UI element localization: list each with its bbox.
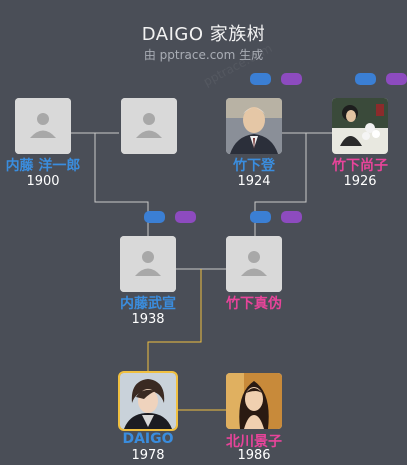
person-name-kitagawa-keiko[interactable]: 北川景子 [226, 434, 282, 450]
person-name-daigo[interactable]: DAIGO [122, 431, 174, 447]
person-placeholder-icon [121, 98, 177, 154]
portrait-photo-icon [226, 373, 282, 429]
person-card-uchito-yoichiro[interactable] [15, 98, 71, 154]
person-name-uchito-yoichiro[interactable]: 内藤 洋一郎 [5, 158, 81, 174]
toggle-expand-ancestors-takeshita-naoko[interactable] [355, 73, 376, 85]
person-year-daigo: 1978 [131, 448, 165, 463]
portrait-photo-icon [226, 98, 282, 154]
person-card-takeshita-maya[interactable] [226, 236, 282, 292]
toggle-expand-ancestors-takeshita-noboru[interactable] [250, 73, 271, 85]
person-card-unknown-spouse[interactable] [121, 98, 177, 154]
person-placeholder-icon [120, 236, 176, 292]
person-card-takeshita-naoko[interactable] [332, 98, 388, 154]
person-placeholder-icon [15, 98, 71, 154]
toggle-expand-spouse-takeshita-naoko[interactable] [386, 73, 407, 85]
person-year-takeshita-naoko: 1926 [343, 174, 377, 189]
page-subtitle: 由 pptrace.com 生成 [143, 48, 264, 62]
person-card-kitagawa-keiko[interactable] [226, 373, 282, 429]
person-year-kitagawa-keiko: 1986 [237, 448, 271, 463]
person-year-takeshita-noboru: 1924 [237, 174, 271, 189]
portrait-photo-icon [120, 373, 176, 429]
page-title: DAIGO 家族树 [141, 24, 266, 45]
toggle-expand-spouse-takeshita-maya[interactable] [281, 211, 302, 223]
person-card-takeshita-noboru[interactable] [226, 98, 282, 154]
toggle-expand-ancestors-takeshita-maya[interactable] [250, 211, 271, 223]
portrait-photo-icon [332, 98, 388, 154]
person-name-naito-takenori[interactable]: 内藤武宣 [120, 296, 176, 312]
toggle-expand-ancestors-naito-takenori[interactable] [144, 211, 165, 223]
person-card-daigo[interactable] [118, 371, 178, 431]
toggle-expand-spouse-naito-takenori[interactable] [175, 211, 196, 223]
person-card-naito-takenori[interactable] [120, 236, 176, 292]
person-name-takeshita-naoko[interactable]: 竹下尚子 [332, 158, 388, 174]
person-placeholder-icon [226, 236, 282, 292]
person-year-uchito-yoichiro: 1900 [26, 174, 60, 189]
person-name-takeshita-noboru[interactable]: 竹下登 [233, 158, 275, 174]
person-year-naito-takenori: 1938 [131, 312, 165, 327]
child-line-daigo [147, 269, 202, 372]
toggle-expand-spouse-takeshita-noboru[interactable] [281, 73, 302, 85]
person-name-takeshita-maya[interactable]: 竹下真伪 [226, 296, 282, 312]
